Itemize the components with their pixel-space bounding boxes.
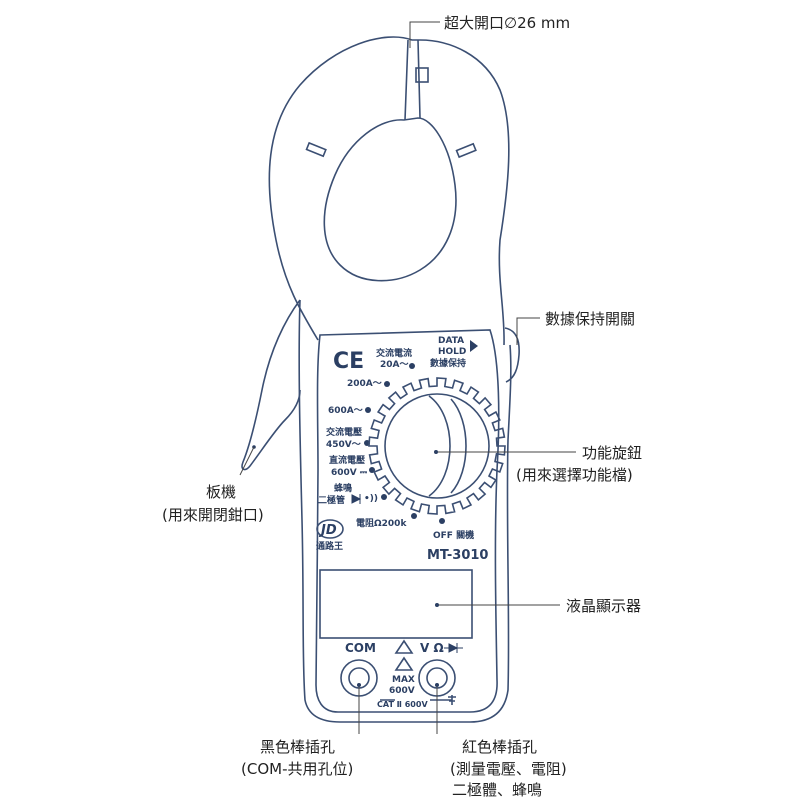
- callout-trigger: 板機: [206, 483, 236, 501]
- panel-labels: CE DATA HOLD 數據保持 交流電流 20A～ 200A～ 600A～ …: [316, 336, 488, 563]
- body-outline: [298, 299, 512, 723]
- brand-logo-text: JD: [318, 523, 337, 538]
- data-hold-label-2: HOLD: [438, 347, 466, 357]
- data-hold-label-1: DATA: [438, 336, 464, 346]
- meter-body: [241, 36, 520, 723]
- dial-knob[interactable]: [384, 393, 490, 499]
- callout-red-socket: 紅色棒插孔: [462, 738, 537, 756]
- max-label-1: MAX: [392, 675, 415, 685]
- lcd-display: [319, 569, 473, 639]
- model-label: MT-3010: [427, 548, 488, 563]
- data-hold-label-3: 數據保持: [430, 357, 466, 369]
- range-dot-off: [439, 518, 445, 524]
- clamp-jaw-inner: [323, 117, 457, 282]
- off-label: OFF 關機: [433, 529, 474, 541]
- leader-jaw-opening: [409, 21, 440, 48]
- leader-dot-function-dial: [434, 450, 438, 454]
- callout-red-socket-note2: 二極體、蜂鳴: [452, 781, 542, 799]
- ce-mark: CE: [333, 349, 364, 374]
- resistance-label: 電阻Ω200k: [356, 518, 407, 529]
- callout-function-dial-note: (用來選擇功能檔): [516, 466, 633, 484]
- brand-logo-icon: [316, 519, 344, 539]
- range-dot-resistance: [411, 513, 417, 519]
- jaw-marker-left: [305, 141, 327, 158]
- trigger-lever: [241, 299, 301, 471]
- clamp-jaw-split: [404, 39, 421, 121]
- max-label-2: 600V: [389, 686, 415, 696]
- clamp-jaw-outer: [268, 36, 510, 346]
- ac-voltage-label-1: 交流電壓: [326, 426, 362, 438]
- warning-triangle-icon: [394, 639, 414, 654]
- buzzer-label-1: 蜂鳴: [334, 482, 352, 494]
- function-dial[interactable]: [368, 377, 506, 515]
- jaw-tip-marker: [415, 67, 429, 83]
- buzzer-icon: •)): [364, 494, 378, 504]
- dc-voltage-label-2: 600V ⎓: [331, 468, 368, 478]
- range-dot-200a: [384, 381, 390, 387]
- callouts: 超大開口∅26 mm 數據保持開關 功能旋鈕 (用來選擇功能檔) 板機 (用來開…: [162, 14, 642, 799]
- v-ohm-label: V Ω: [420, 641, 444, 655]
- callout-red-socket-note1: (測量電壓、電阻): [450, 760, 567, 778]
- ac-current-label-1: 交流電流: [376, 347, 412, 359]
- leader-data-hold: [516, 317, 540, 345]
- ground-icon: [380, 695, 456, 705]
- range-dot-20a: [409, 363, 415, 369]
- buzzer-label-2: 二極管: [318, 494, 345, 506]
- callout-com-socket-note: (COM-共用孔位): [241, 760, 353, 778]
- callout-function-dial: 功能旋鈕: [582, 444, 642, 462]
- v-ohm-diode-icon: [444, 643, 463, 653]
- range-dot-buzzer: [381, 494, 387, 500]
- callout-data-hold: 數據保持開關: [545, 310, 635, 328]
- com-label: COM: [345, 641, 376, 655]
- data-hold-arrow-icon: [470, 340, 478, 352]
- diode-icon: [351, 494, 362, 504]
- callout-com-socket: 黑色棒插孔: [260, 738, 335, 756]
- dial-gear-ring[interactable]: [368, 377, 506, 515]
- callout-jaw-opening: 超大開口∅26 mm: [444, 14, 570, 32]
- callout-trigger-note: (用來開閉鉗口): [162, 506, 264, 524]
- front-panel: [315, 329, 500, 713]
- leader-dot-lcd: [435, 603, 439, 607]
- leader-dot-red: [435, 683, 439, 687]
- leader-trigger: [239, 446, 255, 476]
- ac-current-label-2: 20A～: [380, 360, 409, 370]
- dc-voltage-label-1: 直流電壓: [329, 454, 365, 466]
- dial-grip[interactable]: [428, 395, 467, 497]
- jaw-marker-right: [455, 142, 477, 159]
- leader-dot-com: [357, 683, 361, 687]
- range-dot-600a: [365, 407, 371, 413]
- ac-voltage-label-2: 450V～: [326, 440, 361, 450]
- brand-name: 通路王: [316, 540, 343, 552]
- range-600a-label: 600A～: [328, 406, 363, 416]
- callout-lcd: 液晶顯示器: [566, 597, 641, 615]
- warning-triangle-icon-2: [394, 656, 414, 671]
- data-hold-switch[interactable]: [504, 327, 520, 383]
- cat-label: CAT Ⅱ 600V: [377, 700, 428, 709]
- range-200a-label: 200A～: [347, 379, 382, 389]
